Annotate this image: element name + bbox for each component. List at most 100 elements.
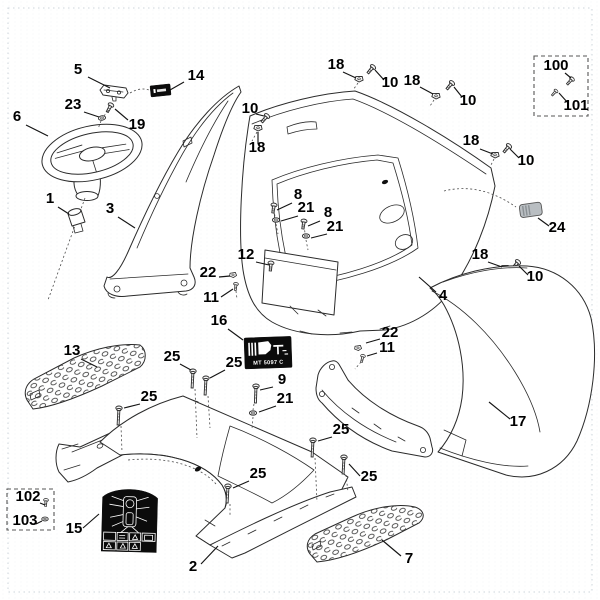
leader-line-25	[209, 369, 226, 379]
leader-line-12	[255, 261, 270, 266]
fasteners-25	[114, 368, 349, 517]
fastener-9-21	[248, 383, 260, 430]
leader-line-13	[80, 358, 98, 368]
leader-line-8	[276, 202, 293, 211]
callout-10: 10	[460, 92, 477, 109]
leader-line-18	[479, 148, 494, 155]
part-16-model-sticker: MT 5097 C	[243, 336, 293, 370]
part-7-footrest-right	[306, 504, 424, 563]
part-14-brand-sticker	[149, 83, 172, 98]
leader-line-1	[57, 206, 70, 215]
leader-line-19	[114, 108, 129, 121]
part-13-footrest-left	[24, 344, 146, 410]
callout-7: 7	[405, 550, 413, 567]
part-6-steering-wheel	[41, 123, 143, 201]
callout-10: 10	[242, 100, 259, 117]
part-23-washer	[97, 114, 107, 122]
leader-line-3	[117, 216, 136, 229]
leader-line-16	[227, 328, 244, 341]
page-dotted-border	[7, 7, 593, 593]
leader-line-22	[218, 275, 231, 278]
callout-18: 18	[249, 139, 266, 156]
option-box-102-103	[6, 488, 55, 531]
leader-line-6	[25, 124, 49, 137]
callout-100: 100	[543, 57, 568, 74]
leader-line-10	[255, 113, 265, 117]
leader-line-25	[123, 403, 141, 409]
leader-line-15	[82, 513, 100, 529]
part-19-bolt	[104, 101, 115, 114]
part-24-plug	[443, 188, 543, 218]
callout-8: 8	[294, 186, 302, 203]
leader-line-14	[169, 81, 185, 91]
leader-line-18	[419, 86, 434, 95]
leader-line-9	[259, 386, 274, 391]
leader-line-25	[179, 363, 192, 371]
callout-18: 18	[328, 56, 345, 73]
callout-103: 103	[12, 512, 37, 529]
callout-4: 4	[439, 287, 448, 304]
leader-line-10	[509, 148, 520, 159]
leader-line-102	[39, 502, 46, 506]
callout-14: 14	[188, 67, 205, 84]
callout-18: 18	[404, 72, 421, 89]
fasteners-22-11	[229, 272, 367, 370]
part-5-bracket	[99, 84, 129, 102]
callout-10: 10	[527, 268, 544, 285]
callout-3: 3	[106, 200, 114, 217]
callout-23: 23	[65, 96, 82, 113]
leader-line-11	[220, 288, 234, 298]
callout-19: 19	[129, 116, 146, 133]
part-3-column-cover	[103, 85, 242, 299]
callout-102: 102	[15, 488, 40, 505]
connector-5-to-14	[129, 88, 150, 94]
leader-line-5	[87, 76, 111, 89]
leader-line-103	[35, 520, 43, 525]
leader-line-25	[232, 480, 250, 489]
leader-line-7	[381, 539, 402, 557]
leader-line-21	[258, 405, 277, 413]
callout-9: 9	[278, 371, 286, 388]
callout-17: 17	[510, 413, 527, 430]
part-15-instruction-sticker	[100, 489, 158, 553]
callout-21: 21	[277, 390, 294, 407]
leader-line-100	[564, 72, 572, 79]
leader-line-10	[374, 69, 385, 81]
option-box-100-101	[533, 55, 589, 117]
leader-line-18	[487, 261, 503, 268]
leader-line-18	[342, 71, 357, 79]
callout-25: 25	[361, 468, 378, 485]
callout-22: 22	[200, 264, 217, 281]
leader-line-4	[418, 276, 437, 293]
leader-line-17	[488, 401, 511, 420]
callout-13: 13	[64, 342, 81, 359]
callout-25: 25	[141, 388, 158, 405]
assembly-axis-19-23	[97, 110, 109, 130]
callout-25: 25	[333, 421, 350, 438]
callout-2: 2	[189, 558, 197, 575]
leader-line-8	[307, 220, 321, 227]
callout-21: 21	[298, 199, 315, 216]
callout-18: 18	[463, 132, 480, 149]
leader-line-25	[317, 436, 333, 442]
callout-10: 10	[382, 74, 399, 91]
callout-11: 11	[379, 339, 395, 356]
callout-25: 25	[164, 348, 181, 365]
leader-line-22	[365, 338, 381, 344]
leader-line-11	[366, 352, 378, 357]
callout-16: 16	[211, 312, 228, 329]
callout-18: 18	[472, 246, 489, 263]
leader-line-21	[280, 215, 299, 222]
part-12-bracket	[261, 249, 339, 317]
leader-line-10	[518, 265, 529, 276]
leader-line-21	[310, 233, 328, 239]
callout-6: 6	[13, 108, 21, 125]
part-4-console-panel	[240, 90, 496, 336]
callout-8: 8	[324, 204, 332, 221]
leader-line-10	[453, 86, 463, 98]
callout-11: 11	[203, 289, 219, 306]
leader-line-101	[558, 92, 569, 104]
model-label-text: MT 5097 C	[253, 360, 284, 367]
